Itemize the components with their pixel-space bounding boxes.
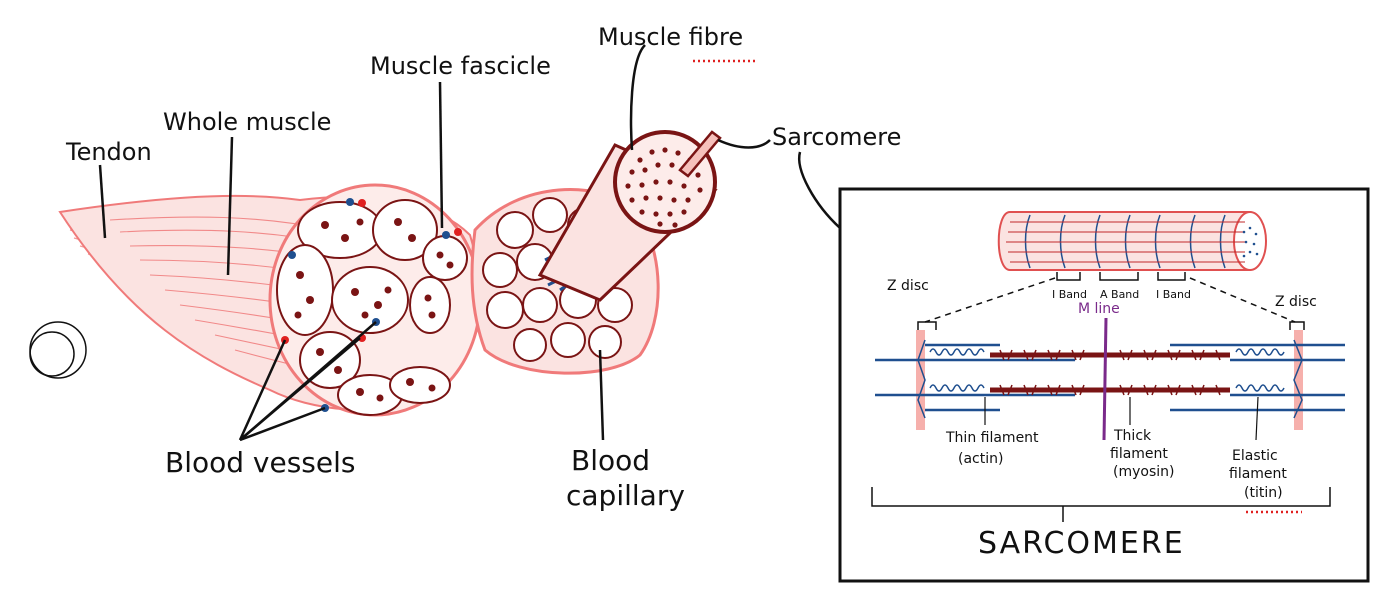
myofibril xyxy=(678,130,722,178)
label-whole-muscle: Whole muscle xyxy=(163,108,331,136)
titin-coils xyxy=(917,339,1303,419)
sarcomere-bracket xyxy=(871,487,1331,522)
label-elastic-filament-3: (titin) xyxy=(1244,485,1283,501)
thin-filaments xyxy=(875,343,1345,412)
label-thick-filament-1: Thick xyxy=(1113,428,1152,444)
label-i-band-right: I Band xyxy=(1156,288,1191,301)
label-muscle-fibre: Muscle fibre xyxy=(598,23,743,51)
z-disc-left xyxy=(916,330,925,430)
fascicle-bundles xyxy=(276,199,468,416)
label-blood-capillary-1: Blood xyxy=(571,444,650,477)
label-z-disc-left: Z disc xyxy=(887,278,929,294)
myofibril-cylinder xyxy=(997,211,1267,271)
label-elastic-filament-2: filament xyxy=(1229,466,1287,482)
label-tendon: Tendon xyxy=(65,138,152,166)
label-a-band: A Band xyxy=(1100,288,1139,301)
label-i-band-left: I Band xyxy=(1052,288,1087,301)
label-sarcomere-callout: Sarcomere xyxy=(772,123,901,151)
m-line xyxy=(1102,317,1108,441)
label-z-disc-right: Z disc xyxy=(1275,294,1317,310)
muscle-fibre xyxy=(537,130,722,302)
label-sarcomere-title: SARCOMERE xyxy=(978,526,1185,561)
thick-filaments xyxy=(990,352,1230,393)
leader-lines xyxy=(98,44,841,442)
label-thick-filament-2: filament xyxy=(1110,446,1168,462)
label-elastic-filament-1: Elastic xyxy=(1232,448,1278,464)
sarcomere-inset: I Band A Band I Band Z disc Z disc xyxy=(838,187,1370,583)
label-thick-filament-3: (myosin) xyxy=(1113,464,1174,480)
label-blood-capillary-2: capillary xyxy=(566,479,685,512)
label-m-line: M line xyxy=(1078,301,1120,317)
whole-muscle xyxy=(58,183,482,417)
label-blood-vessels: Blood vessels xyxy=(165,446,356,479)
z-disc-right xyxy=(1294,330,1303,430)
label-muscle-fascicle: Muscle fascicle xyxy=(370,52,551,80)
circle-doodle xyxy=(29,321,87,379)
label-thin-filament-2: (actin) xyxy=(958,451,1003,467)
label-thin-filament-1: Thin filament xyxy=(945,430,1039,446)
blood-vessel-dots xyxy=(281,198,462,412)
